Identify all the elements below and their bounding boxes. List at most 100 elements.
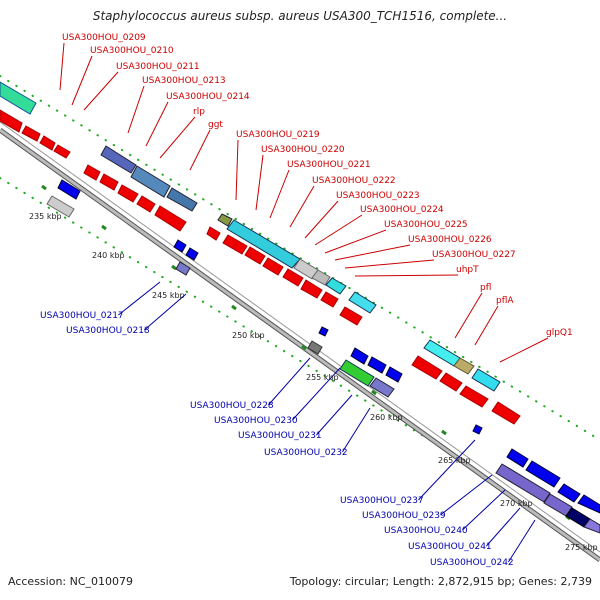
forward-gene-label: glpQ1: [546, 328, 573, 338]
kbp-tick-3: [231, 304, 237, 311]
forward-leader-line: [159, 116, 196, 159]
forward-leader-line: [454, 292, 483, 339]
forward-leader-line: [127, 85, 145, 134]
genome-summary-text: Topology: circular; Length: 2,872,915 bp…: [289, 575, 592, 588]
forward-cds-row-4: [411, 355, 521, 425]
rev-blue-7: [385, 366, 403, 383]
forward-gene-label: USA300HOU_0213: [142, 76, 226, 86]
feature-gray-block-2: [311, 269, 331, 286]
forward-leader-line: [344, 259, 435, 269]
forward-leader-line: [324, 229, 387, 254]
kbp-label: 245 kbp: [152, 291, 185, 300]
forward-gene-label: USA300HOU_0210: [90, 46, 174, 56]
reverse-gene-label: USA300HOU_0232: [264, 448, 348, 458]
reverse-gene-label: USA300HOU_0239: [362, 511, 446, 521]
forward-gene-label: ggt: [208, 120, 223, 130]
kbp-label: 250 kbp: [232, 331, 265, 340]
feature-cyan-block-2: [325, 277, 347, 295]
kbp-label: 235 kbp: [29, 212, 62, 221]
reverse-gene-label: USA300HOU_0217: [40, 311, 124, 321]
rev-gray-2: [307, 340, 323, 355]
forward-gene-label: USA300HOU_0227: [432, 250, 516, 260]
forward-leader-line: [71, 55, 93, 106]
reverse-features: [46, 179, 600, 534]
reverse-leader-line: [144, 293, 187, 331]
reverse-leader-line: [268, 357, 311, 406]
kbp-tick-5: [371, 389, 377, 396]
feature-olive-block: [217, 213, 233, 227]
forward-gene-label: USA300HOU_0219: [236, 130, 320, 140]
forward-leader-line: [289, 185, 315, 228]
feature-teal-top: [0, 81, 37, 115]
kbp-tick-1: [101, 224, 107, 231]
rev-blue-1: [57, 179, 81, 200]
reverse-leader-line: [341, 407, 371, 453]
reverse-leader-line: [486, 507, 521, 547]
rev-lavender-5: [583, 518, 600, 534]
forward-leader-line: [145, 101, 169, 147]
rev-lavender-1: [175, 261, 191, 276]
feature-cyan-block-3: [348, 291, 377, 314]
reverse-gene-label: USA300HOU_0237: [340, 496, 424, 506]
forward-cds-row-2: [83, 164, 187, 232]
feature-cyan-block-5: [471, 368, 501, 392]
forward-leader-line: [189, 129, 211, 171]
rev-blue-9: [506, 448, 529, 468]
reverse-leader-line: [462, 489, 506, 531]
reverse-gene-label: USA300HOU_0218: [66, 326, 150, 336]
feature-cyan-block-1: [226, 219, 301, 269]
feature-gray-block-1: [293, 258, 319, 280]
rev-lavender-3: [495, 463, 551, 503]
feature-purple-block: [100, 145, 137, 174]
genome-axis: [0, 121, 600, 563]
reverse-leader-line: [118, 281, 161, 316]
map-title: Staphylococcus aureus subsp. aureus USA3…: [92, 9, 508, 23]
rev-blue-5: [350, 347, 369, 365]
rev-blue-8: [472, 424, 483, 435]
reverse-leader-line: [440, 474, 493, 516]
kbp-tick-6: [441, 429, 447, 436]
kbp-tick-0: [41, 184, 47, 191]
forward-gene-labels: USA300HOU_0209USA300HOU_0210USA300HOU_02…: [62, 33, 573, 338]
forward-gene-label: pflA: [496, 296, 514, 306]
reverse-gene-label: USA300HOU_0241: [408, 542, 492, 552]
rev-lavender-2: [369, 377, 395, 398]
forward-cds-row-3: [206, 226, 363, 326]
forward-gene-label: USA300HOU_0214: [166, 92, 250, 102]
forward-gene-label: USA300HOU_0222: [312, 176, 396, 186]
reverse-leader-line: [292, 367, 341, 421]
forward-gene-label: USA300HOU_0221: [287, 160, 371, 170]
rev-green-1: [339, 359, 375, 387]
feature-steel-block-2: [166, 187, 198, 212]
forward-gene-label: USA300HOU_0225: [384, 220, 468, 230]
forward-gene-label: pfl: [480, 283, 491, 293]
reverse-leader-line: [418, 439, 476, 501]
forward-leader-line: [304, 200, 339, 239]
forward-leader-line: [269, 169, 290, 219]
forward-leader-line: [235, 139, 239, 201]
accession-text: Accession: NC_010079: [8, 575, 134, 588]
reverse-gene-label: USA300HOU_0231: [238, 431, 322, 441]
kbp-tick-4: [301, 344, 307, 351]
reverse-gene-label: USA300HOU_0242: [430, 558, 514, 568]
kbp-label: 260 kbp: [370, 413, 403, 422]
forward-gene-label: USA300HOU_0226: [408, 235, 492, 245]
rev-blue-6: [367, 356, 387, 374]
feature-khaki-block: [453, 357, 475, 375]
rev-blue-4: [318, 326, 329, 337]
reverse-gene-label: USA300HOU_0228: [190, 401, 274, 411]
forward-leader-line: [474, 305, 499, 346]
forward-leader-line: [499, 337, 549, 363]
guide-dotted-lines: [0, 75, 600, 441]
kbp-label: 240 kbp: [92, 251, 125, 260]
feature-cyan-block-4: [423, 339, 461, 367]
forward-leader-line: [255, 154, 264, 211]
reverse-leader-line: [507, 519, 536, 563]
feature-steel-block-1: [130, 165, 171, 198]
rev-gray-1: [46, 195, 75, 218]
forward-leader-line: [83, 71, 119, 111]
forward-leader-line: [354, 274, 459, 277]
rev-blue-2: [173, 239, 187, 253]
